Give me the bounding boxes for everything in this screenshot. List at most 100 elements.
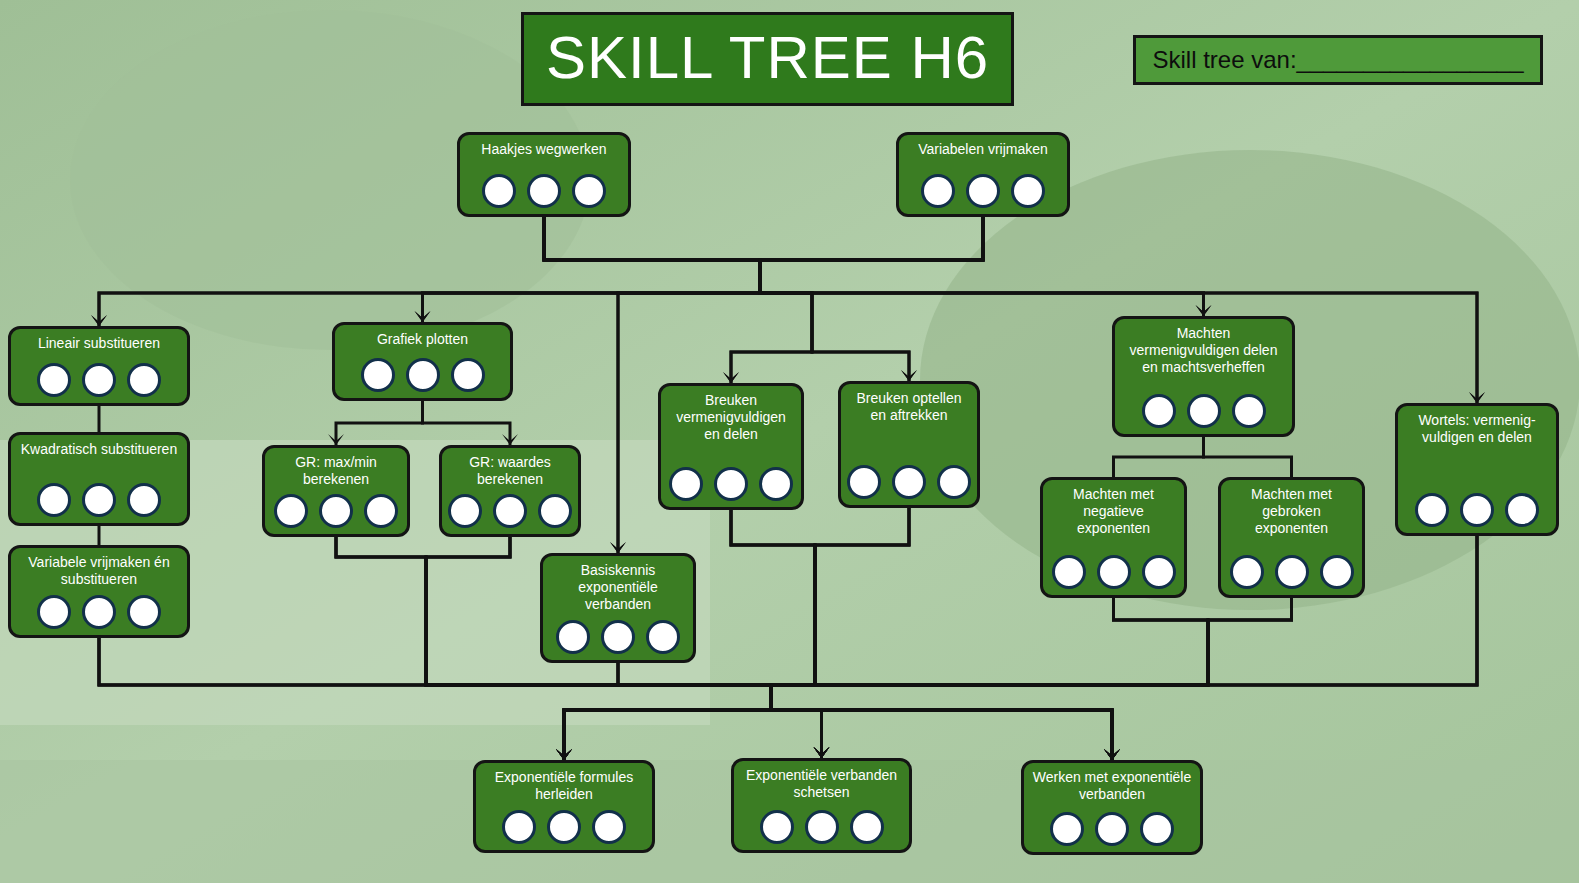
- progress-circle: [37, 595, 71, 629]
- progress-circle: [37, 483, 71, 517]
- skill-box: Breuken optellen en aftrekken: [838, 381, 980, 508]
- progress-circle: [592, 810, 626, 844]
- progress-circle: [1460, 493, 1494, 527]
- progress-row: [669, 467, 793, 501]
- progress-circle: [714, 467, 748, 501]
- progress-row: [37, 483, 161, 517]
- progress-circle: [538, 494, 572, 528]
- arrow-head: [610, 542, 626, 553]
- connector-line: [760, 217, 983, 381]
- progress-row: [1230, 555, 1354, 589]
- progress-circle: [1142, 394, 1176, 428]
- connector-line: [98, 526, 101, 545]
- progress-row: [1050, 812, 1174, 846]
- skill-box: Werken met exponentiële verbanden: [1021, 760, 1203, 855]
- title-banner: SKILL TREE H6: [521, 12, 1014, 106]
- skill-connector: [723, 217, 983, 383]
- progress-circle: [451, 358, 485, 392]
- skill-connector: [544, 217, 812, 383]
- progress-circle: [448, 494, 482, 528]
- progress-row: [482, 174, 606, 208]
- skill-connector: [610, 217, 983, 553]
- connector-line: [771, 536, 1477, 758]
- progress-row: [760, 810, 884, 844]
- skill-label: Grafiek plotten: [343, 331, 502, 348]
- skill-connector: [556, 598, 1208, 760]
- progress-circle: [82, 363, 116, 397]
- progress-row: [1415, 493, 1539, 527]
- arrow-head: [1196, 305, 1212, 316]
- connector-line: [771, 598, 1208, 760]
- connector-line: [771, 536, 1477, 760]
- skill-box: Haakjes wegwerken: [457, 132, 631, 217]
- background-moose: [920, 150, 1579, 610]
- progress-circle: [892, 465, 926, 499]
- progress-circle: [1232, 394, 1266, 428]
- progress-row: [1142, 394, 1266, 428]
- progress-circle: [1320, 555, 1354, 589]
- skill-connector: [426, 537, 830, 758]
- skill-connector: [426, 537, 1120, 760]
- skill-label: GR: max/min berekenen: [273, 454, 399, 488]
- skill-connector: [336, 537, 771, 760]
- skill-label: Lineair substitueren: [19, 335, 179, 352]
- arrow-head: [901, 370, 917, 381]
- connector-line: [336, 537, 822, 758]
- skill-label: Wortels: vermenig- vuldigen en delen: [1406, 412, 1548, 446]
- progress-circle: [319, 494, 353, 528]
- connector-line: [771, 598, 1292, 758]
- arrow-head: [415, 311, 431, 322]
- skill-box: Machten met negatieve exponenten: [1040, 477, 1187, 598]
- progress-row: [448, 494, 572, 528]
- skill-connector: [415, 217, 761, 322]
- progress-circle: [1140, 812, 1174, 846]
- skill-label: Variabelen vrijmaken: [907, 141, 1059, 158]
- skill-label: Haakjes wegwerken: [468, 141, 620, 158]
- connector-line: [731, 217, 983, 383]
- progress-row: [556, 620, 680, 654]
- progress-row: [921, 174, 1045, 208]
- connector-line: [99, 217, 983, 326]
- progress-circle: [361, 358, 395, 392]
- skill-connector: [771, 598, 1208, 758]
- connector-line: [426, 537, 771, 760]
- arrow-head: [1469, 392, 1485, 403]
- connector-line: [771, 598, 1208, 758]
- progress-circle: [1275, 555, 1309, 589]
- skill-label: Werken met exponentiële verbanden: [1032, 769, 1192, 803]
- progress-circle: [1505, 493, 1539, 527]
- progress-circle: [601, 620, 635, 654]
- skill-connector: [544, 217, 1485, 403]
- progress-circle: [527, 174, 561, 208]
- progress-row: [1052, 555, 1176, 589]
- skill-label: GR: waardes berekenen: [450, 454, 570, 488]
- progress-row: [847, 465, 971, 499]
- progress-circle: [966, 174, 1000, 208]
- skill-box: Grafiek plotten: [332, 322, 513, 401]
- connector-line: [336, 537, 771, 760]
- progress-circle: [556, 620, 590, 654]
- arrow-head: [91, 315, 107, 326]
- skill-connector: [771, 598, 1208, 760]
- skill-label: Skill tree van:_________________: [1148, 46, 1528, 75]
- skill-connector: [99, 406, 100, 432]
- progress-circle: [127, 483, 161, 517]
- progress-circle: [493, 494, 527, 528]
- progress-circle: [805, 810, 839, 844]
- progress-circle: [127, 363, 161, 397]
- skill-connector: [415, 217, 984, 322]
- skill-connector: [1114, 437, 1204, 477]
- progress-circle: [1230, 555, 1264, 589]
- progress-circle: [847, 465, 881, 499]
- progress-circle: [921, 174, 955, 208]
- skill-box: Lineair substitueren: [8, 326, 190, 406]
- progress-circle: [1050, 812, 1084, 846]
- connector-line: [731, 510, 822, 758]
- progress-row: [37, 595, 161, 629]
- connector-line: [544, 217, 1204, 316]
- progress-circle: [572, 174, 606, 208]
- progress-circle: [406, 358, 440, 392]
- skill-connector: [544, 217, 917, 381]
- progress-circle: [127, 595, 161, 629]
- progress-row: [274, 494, 398, 528]
